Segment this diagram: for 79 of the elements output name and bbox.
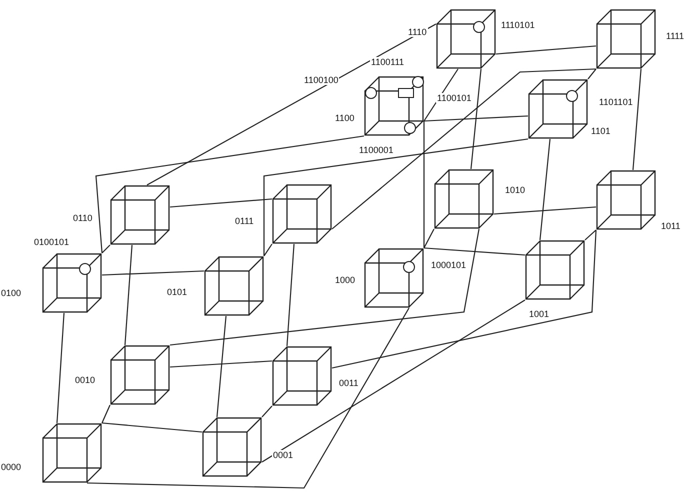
node-label: 1101101	[598, 97, 634, 107]
circle-marker	[412, 76, 424, 88]
connector-line	[56, 312, 65, 424]
cube	[202, 417, 262, 477]
circle-marker	[566, 90, 578, 102]
connector-line	[470, 68, 482, 170]
node-label: 0100	[0, 288, 22, 298]
connector-line	[170, 360, 272, 368]
connector-line	[286, 244, 295, 346]
connector-line	[170, 228, 480, 346]
circle-marker	[404, 122, 416, 134]
circle-marker	[473, 21, 485, 33]
connector-line	[424, 115, 528, 122]
connector-line	[264, 244, 272, 256]
node-label: 1111	[665, 31, 686, 41]
connector-line	[262, 300, 526, 462]
cube	[364, 248, 424, 308]
connector-line	[539, 138, 551, 240]
connector-line	[494, 206, 596, 215]
cube	[364, 76, 424, 136]
cube	[42, 253, 102, 313]
square-marker	[398, 88, 414, 98]
connector-line	[332, 230, 597, 369]
node-label: 0001	[272, 450, 294, 460]
circle-marker	[403, 261, 415, 273]
cube	[272, 346, 332, 406]
cube	[528, 79, 588, 139]
cube	[596, 9, 656, 69]
connector-line	[332, 68, 596, 230]
connector-line	[216, 316, 227, 418]
connector-line	[146, 24, 436, 186]
connector-line	[262, 406, 272, 418]
cube	[110, 185, 170, 245]
node-label: 1100001	[358, 145, 394, 155]
node-label: 0101	[166, 287, 188, 297]
connector-line	[102, 244, 110, 254]
connector-line	[102, 404, 110, 424]
node-label: 0100101	[33, 237, 70, 247]
node-label: 1100	[334, 113, 356, 123]
node-label: 1010	[504, 185, 526, 195]
connector-line	[423, 121, 425, 248]
node-label: 0000	[0, 462, 22, 472]
cube	[436, 9, 496, 69]
cube	[204, 256, 264, 316]
circle-marker	[79, 263, 91, 275]
circle-marker	[365, 87, 377, 99]
node-label: 1110	[407, 27, 428, 37]
node-label: 1100100	[303, 75, 340, 85]
cube	[434, 169, 494, 229]
node-label: 0010	[74, 375, 96, 385]
connector-line	[632, 68, 642, 170]
node-label: 1011	[660, 221, 682, 231]
node-label: 1101	[590, 126, 612, 136]
node-label: 1100111	[370, 57, 406, 67]
connector-line	[170, 198, 272, 208]
node-label: 1000101	[430, 260, 468, 270]
node-label: 0011	[338, 378, 360, 388]
connector-line	[124, 244, 133, 346]
connector-line	[588, 68, 596, 80]
node-label: 1001	[528, 309, 550, 319]
connector-line	[102, 270, 204, 276]
node-label: 0110	[72, 213, 94, 223]
node-label: 1100101	[436, 93, 472, 103]
connector-line	[424, 228, 434, 248]
cube	[272, 184, 332, 244]
connector-line	[95, 135, 364, 254]
connector-line	[263, 138, 528, 256]
connector-line	[102, 422, 202, 433]
connector-line	[424, 247, 526, 256]
node-label: 0111	[234, 216, 255, 226]
cube	[596, 170, 656, 230]
cube	[110, 345, 170, 405]
connector-line	[496, 45, 596, 55]
connector-line	[584, 230, 596, 240]
cube	[42, 423, 102, 483]
cube	[525, 240, 585, 300]
connector-line	[86, 308, 410, 489]
node-label: 1110101	[500, 20, 536, 30]
node-label: 1000	[334, 275, 356, 285]
